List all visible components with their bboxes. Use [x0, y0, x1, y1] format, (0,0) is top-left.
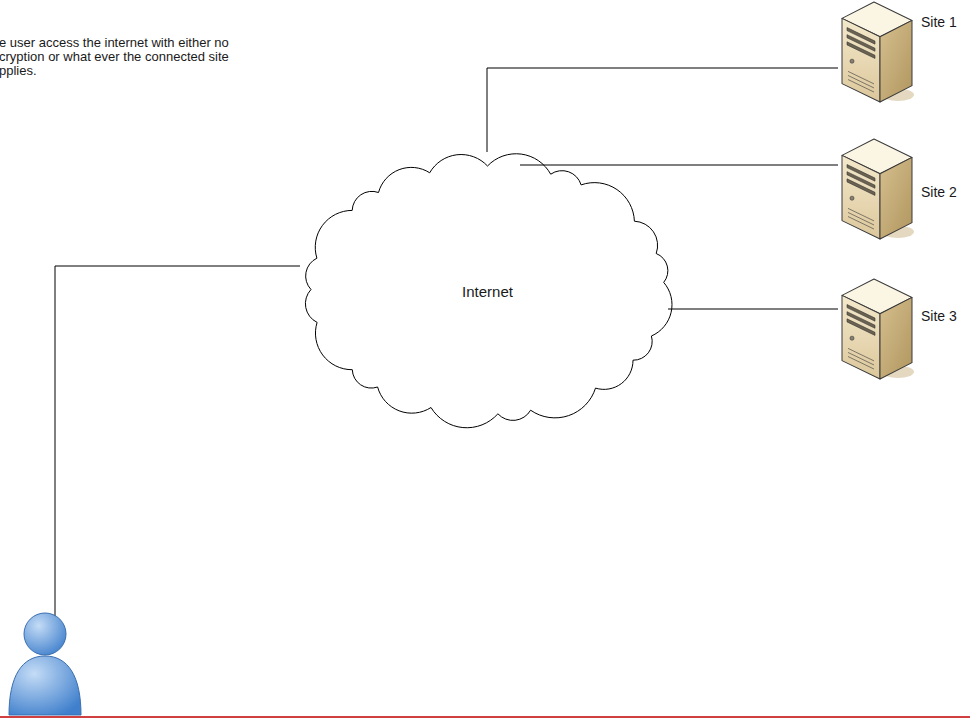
network-link — [668, 309, 838, 310]
network-cloud: Internet — [297, 152, 678, 428]
drive-slot — [847, 42, 875, 59]
site-label: Site 3 — [921, 308, 957, 324]
server-body — [842, 279, 914, 379]
user-icon — [9, 613, 81, 715]
server-side — [880, 297, 912, 379]
cloud-title: Internet — [297, 283, 678, 300]
server-side — [880, 20, 912, 102]
network-link — [487, 68, 838, 152]
site-label: Site 2 — [921, 184, 957, 200]
server-body — [842, 2, 914, 102]
page-rule — [0, 716, 970, 718]
network-link — [520, 165, 838, 166]
server-icon — [838, 135, 914, 242]
vent-line — [848, 357, 874, 370]
site-label: Site 1 — [921, 14, 957, 30]
user-head — [24, 613, 66, 655]
drive-slot — [847, 319, 875, 336]
server-node: Site 2 — [838, 135, 914, 242]
user-body — [9, 656, 81, 715]
user-link-line — [55, 266, 300, 618]
vent-line — [848, 80, 874, 93]
power-button — [850, 59, 854, 63]
drive-slot — [847, 179, 875, 196]
server-node: Site 3 — [838, 275, 914, 382]
note-text: e user access the internet with either n… — [0, 36, 246, 78]
vent-line — [848, 217, 874, 230]
server-front — [842, 18, 880, 102]
server-node: Site 1 — [838, 0, 914, 105]
server-side — [880, 157, 912, 239]
power-button — [850, 196, 854, 200]
server-icon — [838, 275, 914, 382]
server-front — [842, 155, 880, 239]
power-button — [850, 336, 854, 340]
server-body — [842, 139, 914, 239]
server-icon — [838, 0, 914, 105]
server-front — [842, 295, 880, 379]
